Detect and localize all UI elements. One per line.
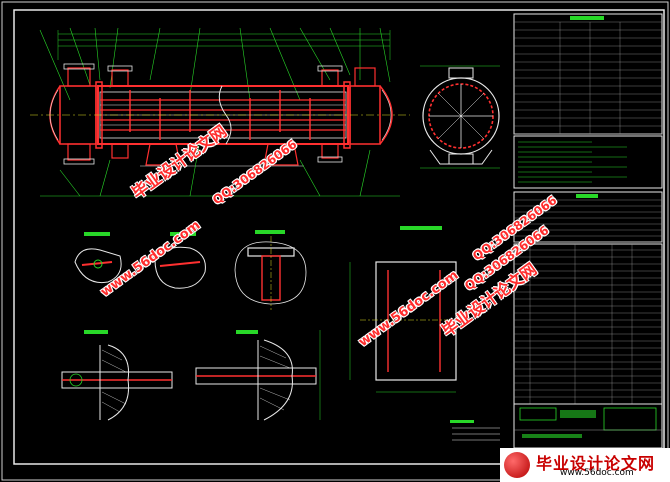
detail-views — [61, 226, 500, 441]
logo-text: 毕业设计论文网 — [536, 454, 656, 473]
exchanger-elevation — [30, 27, 410, 197]
logo-url: www.56doc.com — [560, 468, 634, 478]
end-view — [420, 65, 500, 169]
inner-frame — [13, 9, 665, 465]
logo-mark-icon — [504, 452, 530, 478]
site-logo: 毕业设计论文网 www.56doc.com — [500, 448, 670, 482]
